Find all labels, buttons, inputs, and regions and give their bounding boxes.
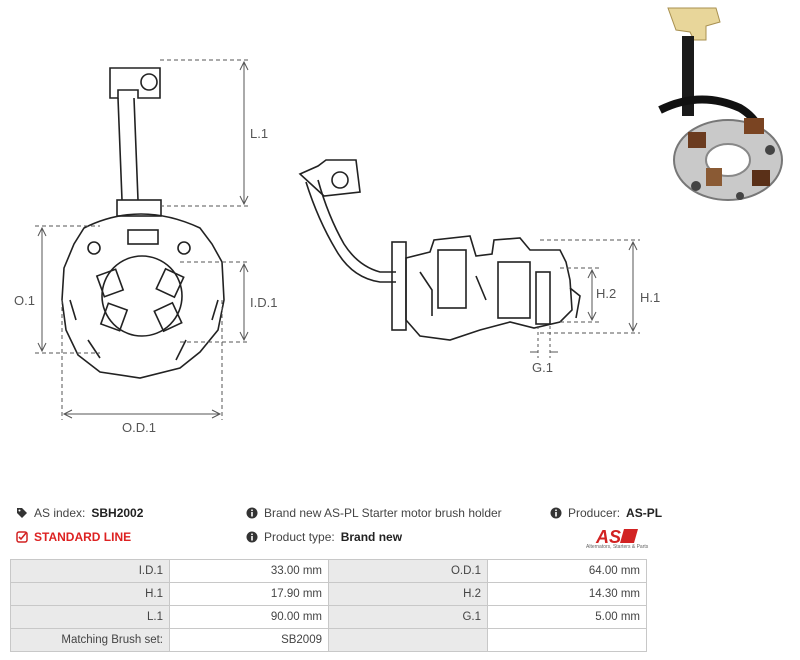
side-view <box>298 159 581 341</box>
side-dimensions <box>530 239 640 358</box>
product-photo <box>658 7 783 201</box>
standard-line-label: STANDARD LINE <box>34 530 132 544</box>
svg-text:AS: AS <box>595 527 621 547</box>
table-row: L.1 90.00 mm G.1 5.00 mm <box>10 605 647 629</box>
spec-value: 5.00 mm <box>487 605 647 629</box>
spec-label: H.1 <box>10 582 170 606</box>
dim-label-h1: H.1 <box>640 290 660 305</box>
spec-value <box>487 628 647 652</box>
front-dimensions <box>35 59 250 420</box>
checkbox-checked-icon <box>16 531 28 543</box>
technical-drawing: L.1 O.1 I.D.1 O.D.1 H.1 H.2 G.1 <box>14 7 783 435</box>
spec-label: I.D.1 <box>10 559 170 583</box>
spec-value: 17.90 mm <box>169 582 329 606</box>
spec-label: H.2 <box>328 582 488 606</box>
dim-label-o1: O.1 <box>14 293 35 308</box>
info-icon <box>550 507 562 519</box>
spec-label: L.1 <box>10 605 170 629</box>
logo-caption: Alternators, Starters & Parts <box>586 544 649 550</box>
producer-label: Producer: <box>568 506 621 520</box>
table-row: I.D.1 33.00 mm O.D.1 64.00 mm <box>10 559 647 583</box>
standard-line: STANDARD LINE <box>16 530 131 544</box>
description-text: Brand new AS-PL Starter motor brush hold… <box>264 506 502 520</box>
dim-label-h2: H.2 <box>596 286 616 301</box>
as-index-value: SBH2002 <box>91 506 144 520</box>
dim-label-od1: O.D.1 <box>122 420 156 435</box>
spec-label: O.D.1 <box>328 559 488 583</box>
spec-label: Matching Brush set: <box>10 628 170 652</box>
product-type-label: Product type: <box>264 530 335 544</box>
producer: Producer: AS-PL <box>550 506 662 520</box>
specs-table: I.D.1 33.00 mm O.D.1 64.00 mm H.1 17.90 … <box>10 559 647 652</box>
spec-value: 14.30 mm <box>487 582 647 606</box>
spec-value: 33.00 mm <box>169 559 329 583</box>
spec-label: G.1 <box>328 605 488 629</box>
producer-value: AS-PL <box>626 506 663 520</box>
as-index-label: AS index: <box>34 506 86 520</box>
as-pl-logo: AS <box>595 527 638 547</box>
spec-value: 64.00 mm <box>487 559 647 583</box>
dim-label-l1: L.1 <box>250 126 268 141</box>
spec-value: 90.00 mm <box>169 605 329 629</box>
description: Brand new AS-PL Starter motor brush hold… <box>246 506 502 520</box>
tag-icon <box>17 508 27 518</box>
dim-label-id1: I.D.1 <box>250 295 277 310</box>
product-type-value: Brand new <box>340 530 403 544</box>
info-icon <box>246 531 258 543</box>
product-type: Product type: Brand new <box>246 530 402 544</box>
front-view <box>61 67 225 379</box>
table-row: Matching Brush set: SB2009 <box>10 628 647 652</box>
spec-value: SB2009 <box>169 628 329 652</box>
dim-label-g1: G.1 <box>532 360 553 375</box>
table-row: H.1 17.90 mm H.2 14.30 mm <box>10 582 647 606</box>
info-icon <box>246 507 258 519</box>
as-index: AS index: SBH2002 <box>16 506 143 520</box>
spec-label <box>328 628 488 652</box>
